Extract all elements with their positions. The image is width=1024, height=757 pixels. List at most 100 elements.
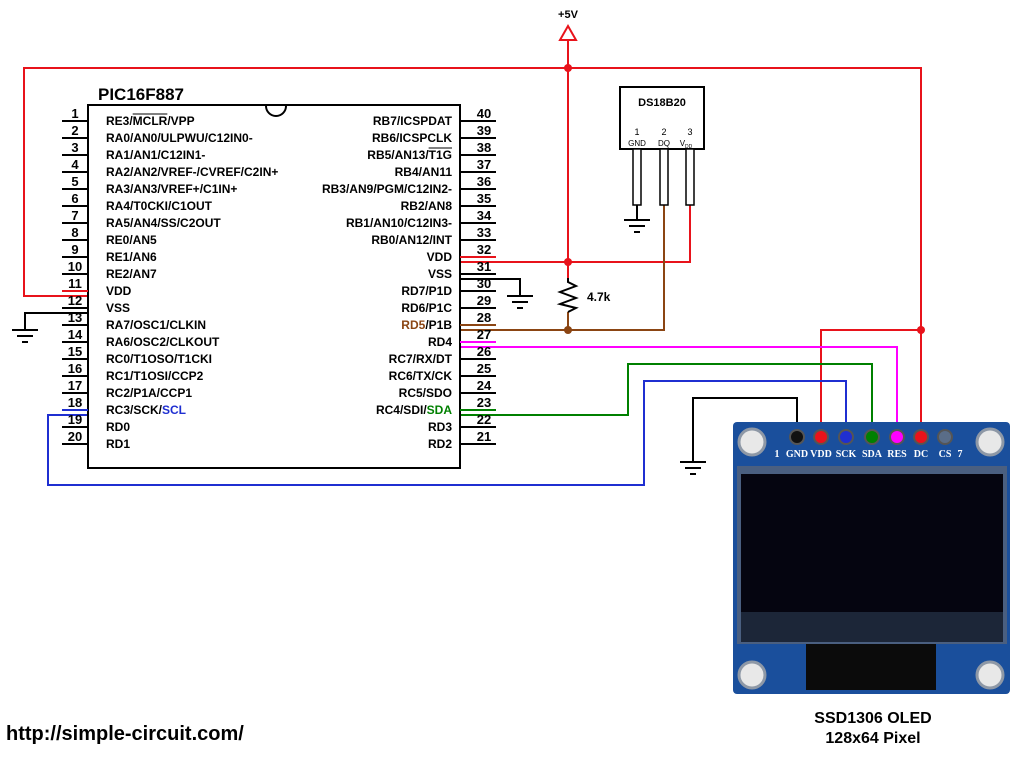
pad-vdd xyxy=(813,429,829,445)
pin-label: RC0/T1OSO/T1CKI xyxy=(106,352,212,366)
pullup-resistor: 4.7k xyxy=(556,278,611,313)
pin-label: RE1/AN6 xyxy=(106,250,157,264)
pin-number: 17 xyxy=(68,378,82,393)
wire-dq xyxy=(460,205,665,331)
pin-label: RA5/AN4/SS/C2OUT xyxy=(106,216,221,230)
pin-label: RA7/OSC1/CLKIN xyxy=(106,318,206,332)
pad-dc xyxy=(913,429,929,445)
ground-icon xyxy=(624,219,650,233)
pin-number: 18 xyxy=(68,395,82,410)
pin-label: RB3/AN9/PGM/C12IN2- xyxy=(322,182,452,196)
pin-number: 8 xyxy=(71,225,78,240)
wire-sda xyxy=(460,363,873,430)
pin-label: VSS xyxy=(428,267,452,281)
pin-number: 1 xyxy=(71,106,78,121)
source-url: http://simple-circuit.com/ xyxy=(6,723,244,745)
pin-label: VDD xyxy=(427,250,453,264)
ssd1306-oled-module: 1 GND VDD SCK SDA RES DC CS 7 SSD1306 OL… xyxy=(733,422,1010,747)
pin-label: RA0/AN0/ULPWU/C12IN0- xyxy=(106,131,253,145)
pin-number: 11 xyxy=(68,276,82,291)
pin-label: RC6/TX/CK xyxy=(389,369,453,383)
oled-pin-res: RES xyxy=(887,449,907,460)
oled-pin-sda: SDA xyxy=(862,449,883,460)
pin-label: RC4/SDI/SDA xyxy=(376,403,452,417)
pin-label: RC5/SDO xyxy=(399,386,452,400)
chip-body xyxy=(87,104,461,469)
pin-label: RD2 xyxy=(428,437,452,451)
pad-res xyxy=(889,429,905,445)
pin-label: RB5/AN13/T1G xyxy=(367,148,452,162)
pin-number: 29 xyxy=(477,293,491,308)
junction-dot xyxy=(564,258,572,266)
pin-number: 7 xyxy=(71,208,78,223)
sensor-pin-vdd: VDD xyxy=(680,139,693,150)
sensor-pin-number: 2 xyxy=(661,127,666,137)
pin-number: 10 xyxy=(68,259,82,274)
ds18b20-sensor: DS18B20 1 2 3 GND DQ VDD xyxy=(619,86,705,206)
sensor-pin-dq: DQ xyxy=(658,139,670,148)
sensor-pin-gnd: GND xyxy=(628,139,646,148)
pin-number: 23 xyxy=(477,395,491,410)
pin-label: RC2/P1A/CCP1 xyxy=(106,386,192,400)
pin-number: 20 xyxy=(68,429,82,444)
pin-number: 5 xyxy=(71,174,78,189)
pin-number: 14 xyxy=(68,327,83,342)
pin-number: 6 xyxy=(71,191,78,206)
junctions xyxy=(564,64,925,334)
oled-header-pads xyxy=(789,429,953,445)
pin-label: RA6/OSC2/CLKOUT xyxy=(106,335,220,349)
wire-gnd-pin31 xyxy=(460,278,521,296)
sensor-leg xyxy=(659,148,669,206)
mounting-hole-icon xyxy=(975,660,1005,690)
pin-number: 2 xyxy=(71,123,78,138)
ground-icon xyxy=(507,295,533,309)
pin-label: RA1/AN1/C12IN1- xyxy=(106,148,205,162)
wire-vdd-pin32 xyxy=(460,205,691,263)
pin-label: RD6/P1C xyxy=(401,301,452,315)
pin-number: 19 xyxy=(68,412,82,427)
pin-number: 32 xyxy=(477,242,491,257)
pin-label: VDD xyxy=(106,284,132,298)
pin-number: 27 xyxy=(477,327,491,342)
pin-number: 28 xyxy=(477,310,491,325)
pin-label: RB7/ICSPDAT xyxy=(373,114,453,128)
pin-number: 30 xyxy=(477,276,491,291)
wire-scl xyxy=(47,380,847,486)
pin-label: RD5/P1B xyxy=(401,318,452,332)
pin-number: 9 xyxy=(71,242,78,257)
pin-label: RD1 xyxy=(106,437,130,451)
wire-gnd-oled xyxy=(692,397,798,462)
pad-cs xyxy=(937,429,953,445)
pin-number: 15 xyxy=(68,344,82,359)
pin-number: 25 xyxy=(477,361,491,376)
pin-number: 31 xyxy=(477,259,491,274)
pin-label: RD7/P1D xyxy=(401,284,452,298)
pin-label: RE2/AN7 xyxy=(106,267,157,281)
pad-sck xyxy=(838,429,854,445)
oled-pin-gnd: GND xyxy=(786,449,808,460)
pin-number: 13 xyxy=(68,310,82,325)
oled-screen-border xyxy=(741,612,1003,642)
